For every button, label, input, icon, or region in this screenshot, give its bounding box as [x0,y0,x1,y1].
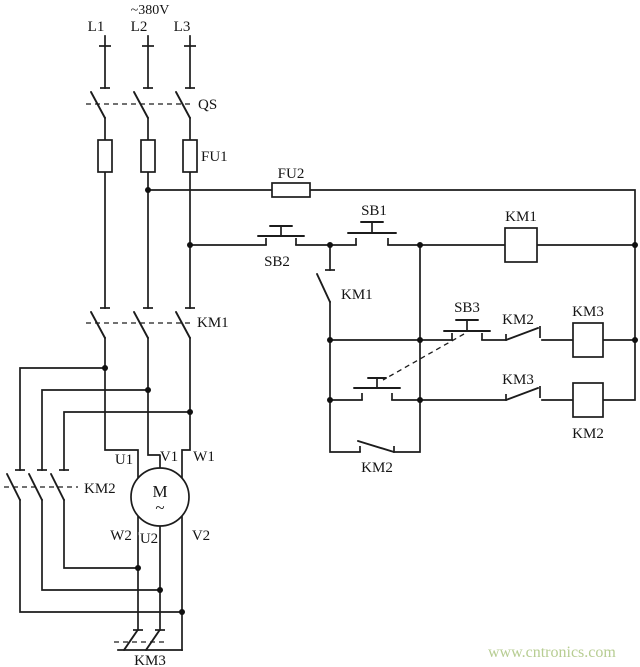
km3-coil-label: KM3 [572,304,604,320]
km3-star-label: KM3 [134,653,166,667]
terminal-label-v2: V2 [192,528,210,544]
mechanical-link-dashed [382,333,465,381]
control-circuit-wires [147,189,636,453]
fuse-fu2 [271,182,311,198]
phase-label-l3: L3 [174,19,191,35]
km1-main-label: KM1 [197,315,229,331]
km1-coil [504,227,538,263]
km1-aux-contact [316,269,335,303]
km3-coil [572,322,604,358]
motor-ac-label: ~ [155,498,164,517]
fu1-label: FU1 [201,149,228,165]
phase-label-l2: L2 [131,19,148,35]
km2-coil-label: KM2 [572,426,604,442]
fu2-label: FU2 [278,166,305,182]
delta-branch-wires [19,367,191,613]
terminal-label-u2: U2 [140,531,158,547]
km2-coil [572,382,604,418]
changeover-button-sb3 [353,319,491,400]
sb1-label: SB1 [361,203,387,219]
km2-latch-label: KM2 [361,460,393,476]
terminal-label-v1: V1 [160,449,178,465]
km3-interlock-label: KM3 [502,372,534,388]
qs-label: QS [198,97,217,113]
km1-coil-label: KM1 [505,209,537,225]
phase-label-l1: L1 [88,19,105,35]
km2-interlock-label: KM2 [502,312,534,328]
motor-symbol [130,467,190,527]
km1-aux-label: KM1 [341,287,373,303]
terminal-label-u1: U1 [115,452,133,468]
terminal-label-w1: W1 [193,449,215,465]
qs-disconnect-switch [86,87,195,119]
km2-latch-contact [357,440,395,453]
start-button-sb1 [347,221,397,245]
watermark-text: www.cntronics.com [488,644,616,661]
voltage-label: ~380V [131,3,170,18]
km2-interlock-contact [505,326,541,341]
terminal-label-w2: W2 [110,528,132,544]
fuse-fu1 [97,139,198,173]
motor-m-label: M [152,482,167,501]
sb3-label: SB3 [454,300,480,316]
sb2-label: SB2 [264,254,290,270]
km2-main-contacts [4,469,78,501]
km1-main-contacts [86,307,195,339]
km3-star-contacts [114,629,183,651]
km2-main-label: KM2 [84,481,116,497]
km3-interlock-contact [505,386,541,401]
junction-dots [102,187,638,615]
stop-button-sb2 [257,225,305,245]
